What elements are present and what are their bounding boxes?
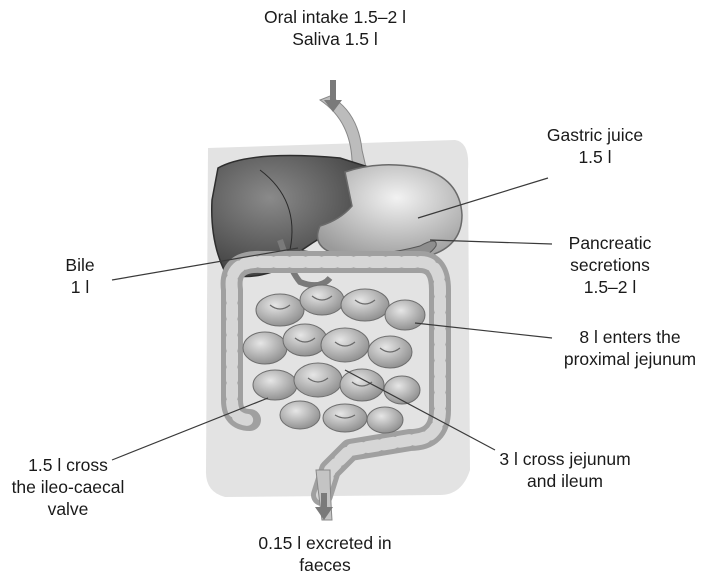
label-ileum-line1: 3 l cross jejunum: [490, 448, 640, 470]
label-pancreatic-line2: secretions: [540, 254, 680, 276]
label-faeces: 0.15 l excreted in faeces: [225, 532, 425, 576]
label-intake-line2: Saliva 1.5 l: [225, 28, 445, 50]
label-jejunum-line1: 8 l enters the: [555, 326, 705, 348]
label-jejunum-line2: proximal jejunum: [555, 348, 705, 370]
label-gastric-line2: 1.5 l: [525, 146, 665, 168]
label-faeces-line2: faeces: [225, 554, 425, 576]
label-ileocaecal: 1.5 l cross the ileo-caecal valve: [8, 454, 128, 520]
label-ileum: 3 l cross jejunum and ileum: [490, 448, 640, 492]
label-intake-line1: Oral intake 1.5–2 l: [225, 6, 445, 28]
label-pancreatic-line3: 1.5–2 l: [540, 276, 680, 298]
label-ileum-line2: and ileum: [490, 470, 640, 492]
label-pancreatic: Pancreatic secretions 1.5–2 l: [540, 232, 680, 298]
label-bile-line2: 1 l: [50, 276, 110, 298]
label-jejunum: 8 l enters the proximal jejunum: [555, 326, 705, 370]
label-pancreatic-line1: Pancreatic: [540, 232, 680, 254]
label-ileocaecal-line2: the ileo-caecal: [8, 476, 128, 498]
label-bile-line1: Bile: [50, 254, 110, 276]
label-gastric-line1: Gastric juice: [525, 124, 665, 146]
label-gastric: Gastric juice 1.5 l: [525, 124, 665, 168]
label-ileocaecal-line1: 1.5 l cross: [8, 454, 128, 476]
label-intake: Oral intake 1.5–2 l Saliva 1.5 l: [225, 6, 445, 50]
label-bile: Bile 1 l: [50, 254, 110, 298]
label-ileocaecal-line3: valve: [8, 498, 128, 520]
label-faeces-line1: 0.15 l excreted in: [225, 532, 425, 554]
